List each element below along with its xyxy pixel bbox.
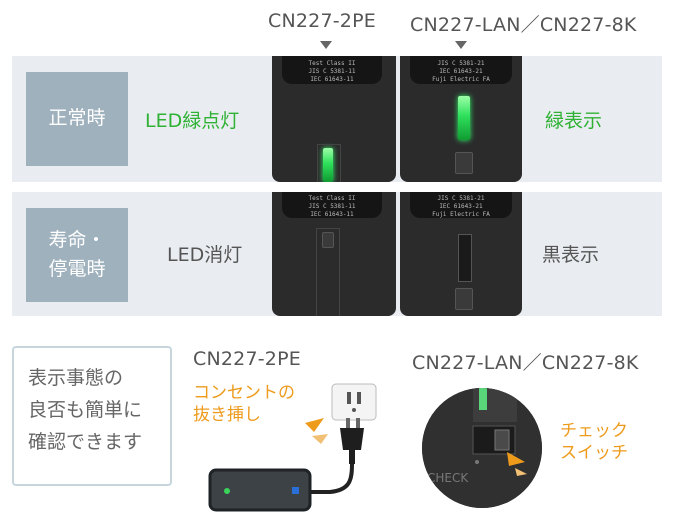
status-led-green: [224, 488, 230, 494]
check-switch[interactable]: [455, 288, 473, 310]
check-switch-closeup: CHECK: [422, 388, 542, 508]
led-indicator-green: [323, 148, 333, 182]
bottom-model-2pe: CN227-2PE: [193, 348, 301, 370]
led-green-text: LED緑点灯: [145, 110, 240, 132]
outlet-note: コンセントの 抜き挿し: [193, 383, 295, 425]
cn227-2pe-device: Test Class II JIS C 5381-11 IEC 61643-11: [272, 56, 396, 182]
display-window-green: [479, 388, 487, 410]
bottom-model-lan-8k: CN227-LAN／CN227-8K: [412, 352, 639, 374]
display-window-black: [458, 234, 472, 282]
display-window-green: [458, 96, 470, 140]
pointer-triangle-left: [320, 41, 332, 49]
led-indicator-off: [322, 232, 334, 248]
model-label-lan-8k: CN227-LAN／CN227-8K: [410, 14, 637, 36]
cn227-lan-device: JIS C 5381-21 IEC 61643-21 Fuji Electric…: [400, 56, 522, 182]
normal-state-label: 正常時: [26, 72, 128, 166]
arrow-icon: [515, 468, 527, 476]
check-switch-knob[interactable]: [494, 429, 510, 451]
failure-state-label: 寿命・ 停電時: [26, 208, 128, 302]
summary-box: 表示事態の 良否も簡単に 確認できます: [12, 346, 172, 486]
switch-note: チェック スイッチ: [560, 421, 628, 463]
black-display-text: 黒表示: [542, 244, 600, 266]
plug-illustration: [208, 383, 377, 512]
plug-icon: [340, 428, 364, 450]
check-label: CHECK: [427, 471, 469, 485]
device-photo-failure: Test Class II JIS C 5381-11 IEC 61643-11…: [272, 192, 522, 316]
device-photo-normal: Test Class II JIS C 5381-11 IEC 61643-11…: [272, 56, 522, 182]
status-led-blue: [292, 487, 299, 494]
wall-socket: [331, 383, 377, 421]
green-display-text: 緑表示: [545, 110, 603, 132]
arrow-icon: [305, 418, 324, 432]
led-off-text: LED消灯: [167, 244, 243, 266]
cn227-2pe-unit: [208, 468, 312, 512]
arrow-icon: [312, 434, 328, 444]
model-label-2pe: CN227-2PE: [268, 10, 376, 32]
check-switch[interactable]: [455, 152, 473, 174]
arrow-icon: [507, 452, 525, 466]
pointer-triangle-right: [455, 41, 467, 49]
